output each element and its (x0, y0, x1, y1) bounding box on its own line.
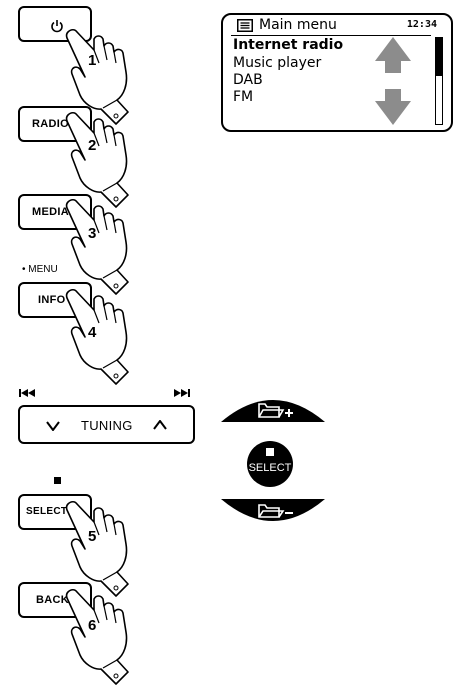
back-button-label: BACK (36, 594, 69, 606)
step-number-2: 2 (88, 137, 97, 154)
scrollbar[interactable] (435, 37, 443, 125)
power-button[interactable] (18, 6, 92, 42)
pointing-hand-icon (65, 588, 129, 685)
title-divider (231, 35, 431, 36)
tuning-label: TUNING (81, 418, 133, 433)
step-number-1: 1 (88, 52, 97, 69)
media-button-label: MEDIA (32, 206, 69, 218)
info-button-label: INFO (38, 294, 66, 306)
scrollbar-thumb[interactable] (436, 38, 442, 76)
skip-back-icon (19, 389, 35, 397)
screen-time: 12:34 (406, 19, 437, 30)
menu-item-music-player[interactable]: Music player (233, 55, 322, 71)
menu-item-dab[interactable]: DAB (233, 72, 263, 88)
select-button-label: SELECT (26, 506, 68, 517)
step-number-6: 6 (88, 617, 97, 634)
menu-icon (237, 19, 253, 32)
tune-down-button[interactable] (46, 421, 60, 431)
folder-up-button[interactable] (221, 392, 325, 424)
folder-down-button[interactable] (221, 497, 325, 529)
screen-title: Main menu (259, 17, 337, 33)
stop-icon (54, 477, 61, 484)
step-number-4: 4 (88, 324, 97, 341)
skip-forward-icon (174, 389, 190, 397)
step-number-3: 3 (88, 225, 97, 242)
tune-up-button[interactable] (153, 420, 167, 430)
step-number-5: 5 (88, 528, 97, 545)
menu-sublabel: • MENU (22, 264, 58, 275)
remote-select-button[interactable]: SELECT (247, 441, 293, 487)
display-screen: Main menu 12:34 Internet radio Music pla… (221, 13, 453, 132)
stop-icon (266, 448, 274, 456)
folder-minus-icon (258, 504, 293, 518)
radio-button-label: RADIO (32, 118, 69, 130)
menu-item-fm[interactable]: FM (233, 89, 254, 105)
menu-item-internet-radio[interactable]: Internet radio (233, 37, 344, 53)
scroll-arrows-icon (375, 37, 411, 125)
tuning-control[interactable]: TUNING (18, 405, 195, 444)
pointing-hand-icon (65, 288, 129, 385)
folder-plus-icon (258, 403, 293, 418)
remote-select-label: SELECT (248, 462, 292, 474)
power-icon (51, 20, 63, 33)
